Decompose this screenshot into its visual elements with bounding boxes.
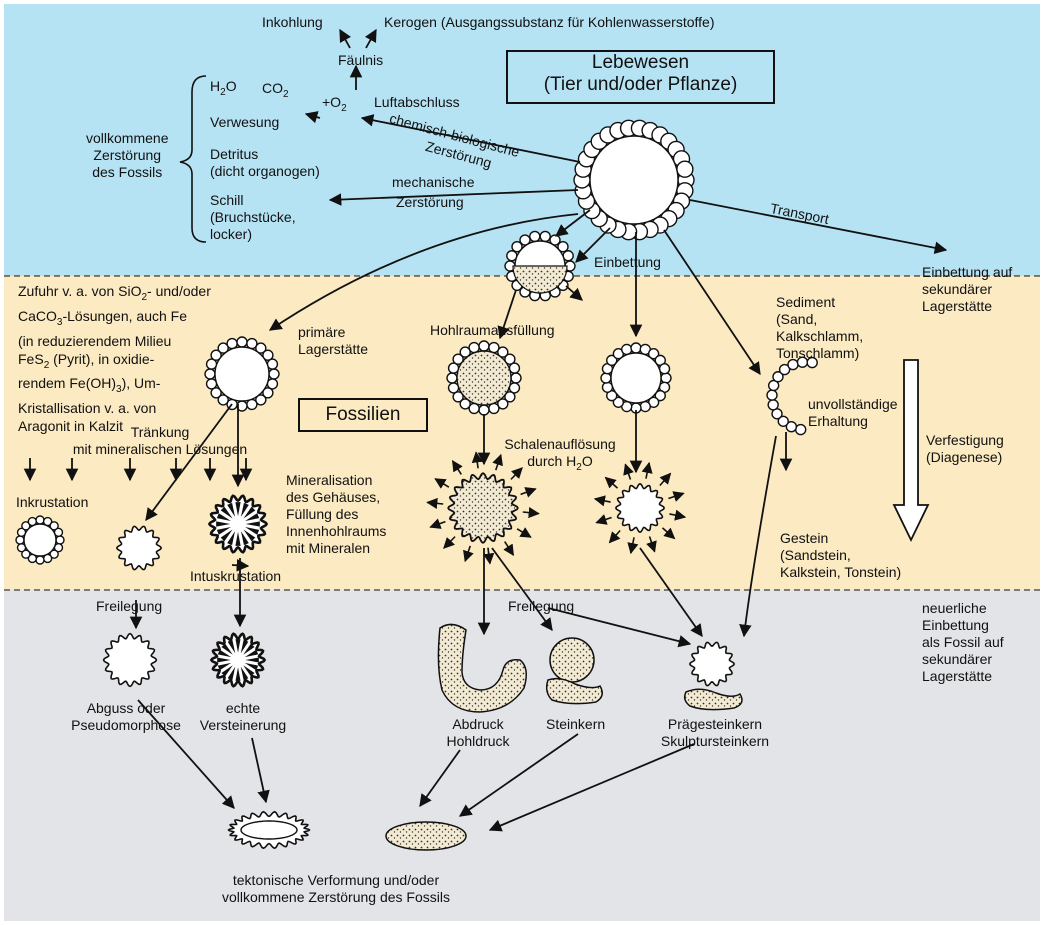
label-freilegung-left: Freilegung (96, 598, 163, 614)
label-intus: Intuskrustation (190, 568, 282, 584)
arrow-set (23, 28, 948, 832)
water-zone-band (4, 4, 1040, 276)
flattened-core (385, 821, 467, 851)
primary-deposit-ring (204, 336, 280, 412)
dissolving-filled-ring (426, 451, 540, 565)
steinkern-base (545, 677, 603, 705)
intuscrustation-ring (207, 494, 269, 554)
label-steinkern: Steinkern (546, 716, 606, 732)
half-buried-organism-ring (504, 230, 576, 302)
praege-base (683, 688, 743, 711)
label-detritus: Detritus(dicht organogen) (210, 146, 320, 179)
brace (179, 75, 207, 243)
label-h2o: H2O (210, 78, 237, 98)
deformed-ring (227, 810, 311, 850)
label-mechanisch-2: Zerstörung (396, 194, 464, 210)
fossilien-label: Fossilien (325, 404, 401, 425)
organism-title-box: Lebewesen (Tier und/oder Pflanze) (506, 50, 775, 104)
embedded-ring (600, 342, 672, 414)
solidification-arrow (892, 359, 930, 543)
label-zufuhr: Zufuhr v. a. von SiO2- und/oder CaCO3-Lö… (18, 283, 211, 435)
cast-ring (115, 525, 163, 571)
petrification-ring (209, 632, 267, 688)
label-luftabschluss: Luftabschluss (374, 94, 460, 110)
label-verfestigung: Verfestigung(Diagenese) (926, 432, 1004, 465)
organism-main-ring (573, 119, 695, 241)
rock-zone-band (4, 590, 1040, 921)
imprint-shape (437, 623, 527, 713)
label-schill: Schill(Bruchstücke,locker) (210, 192, 296, 242)
pseudomorph-ring (102, 632, 158, 688)
label-sediment: Sediment(Sand,Kalkschlamm,Tonschlamm) (776, 294, 864, 361)
title-line-1: Lebewesen (591, 52, 690, 73)
fossilien-box: Fossilien (298, 398, 428, 432)
incrustation-ring (15, 515, 65, 565)
steinkern-ball (549, 637, 595, 683)
cavity-filled-ring (446, 340, 522, 416)
label-o2: +O2 (322, 94, 347, 114)
title-line-2: (Tier und/oder Pflanze) (543, 74, 738, 95)
label-kerogen: Kerogen (Ausgangssubstanz für Kohlenwass… (384, 14, 715, 30)
label-inkrustation: Inkrustation (16, 494, 89, 510)
label-inkohlung: Inkohlung (262, 14, 323, 30)
sculpture-core-ring (688, 641, 736, 687)
label-einbettung: Einbettung (594, 254, 661, 270)
label-schalen: Schalenauflösung durch H2O (504, 436, 616, 473)
dissolving-empty-ring (593, 461, 687, 555)
label-verwesung: Verwesung (210, 114, 280, 130)
incomplete-ring (766, 356, 818, 436)
label-co2: CO2 (262, 80, 289, 100)
label-freilegung-mid: Freilegung (508, 598, 575, 614)
label-gestein: Gestein(Sandstein,Kalkstein, Tonstein) (780, 530, 902, 580)
label-faulnis: Fäulnis (338, 52, 384, 68)
label-mechanisch: mechanische (392, 174, 475, 190)
label-hohlraum: Hohlraumausfüllung (430, 322, 555, 338)
